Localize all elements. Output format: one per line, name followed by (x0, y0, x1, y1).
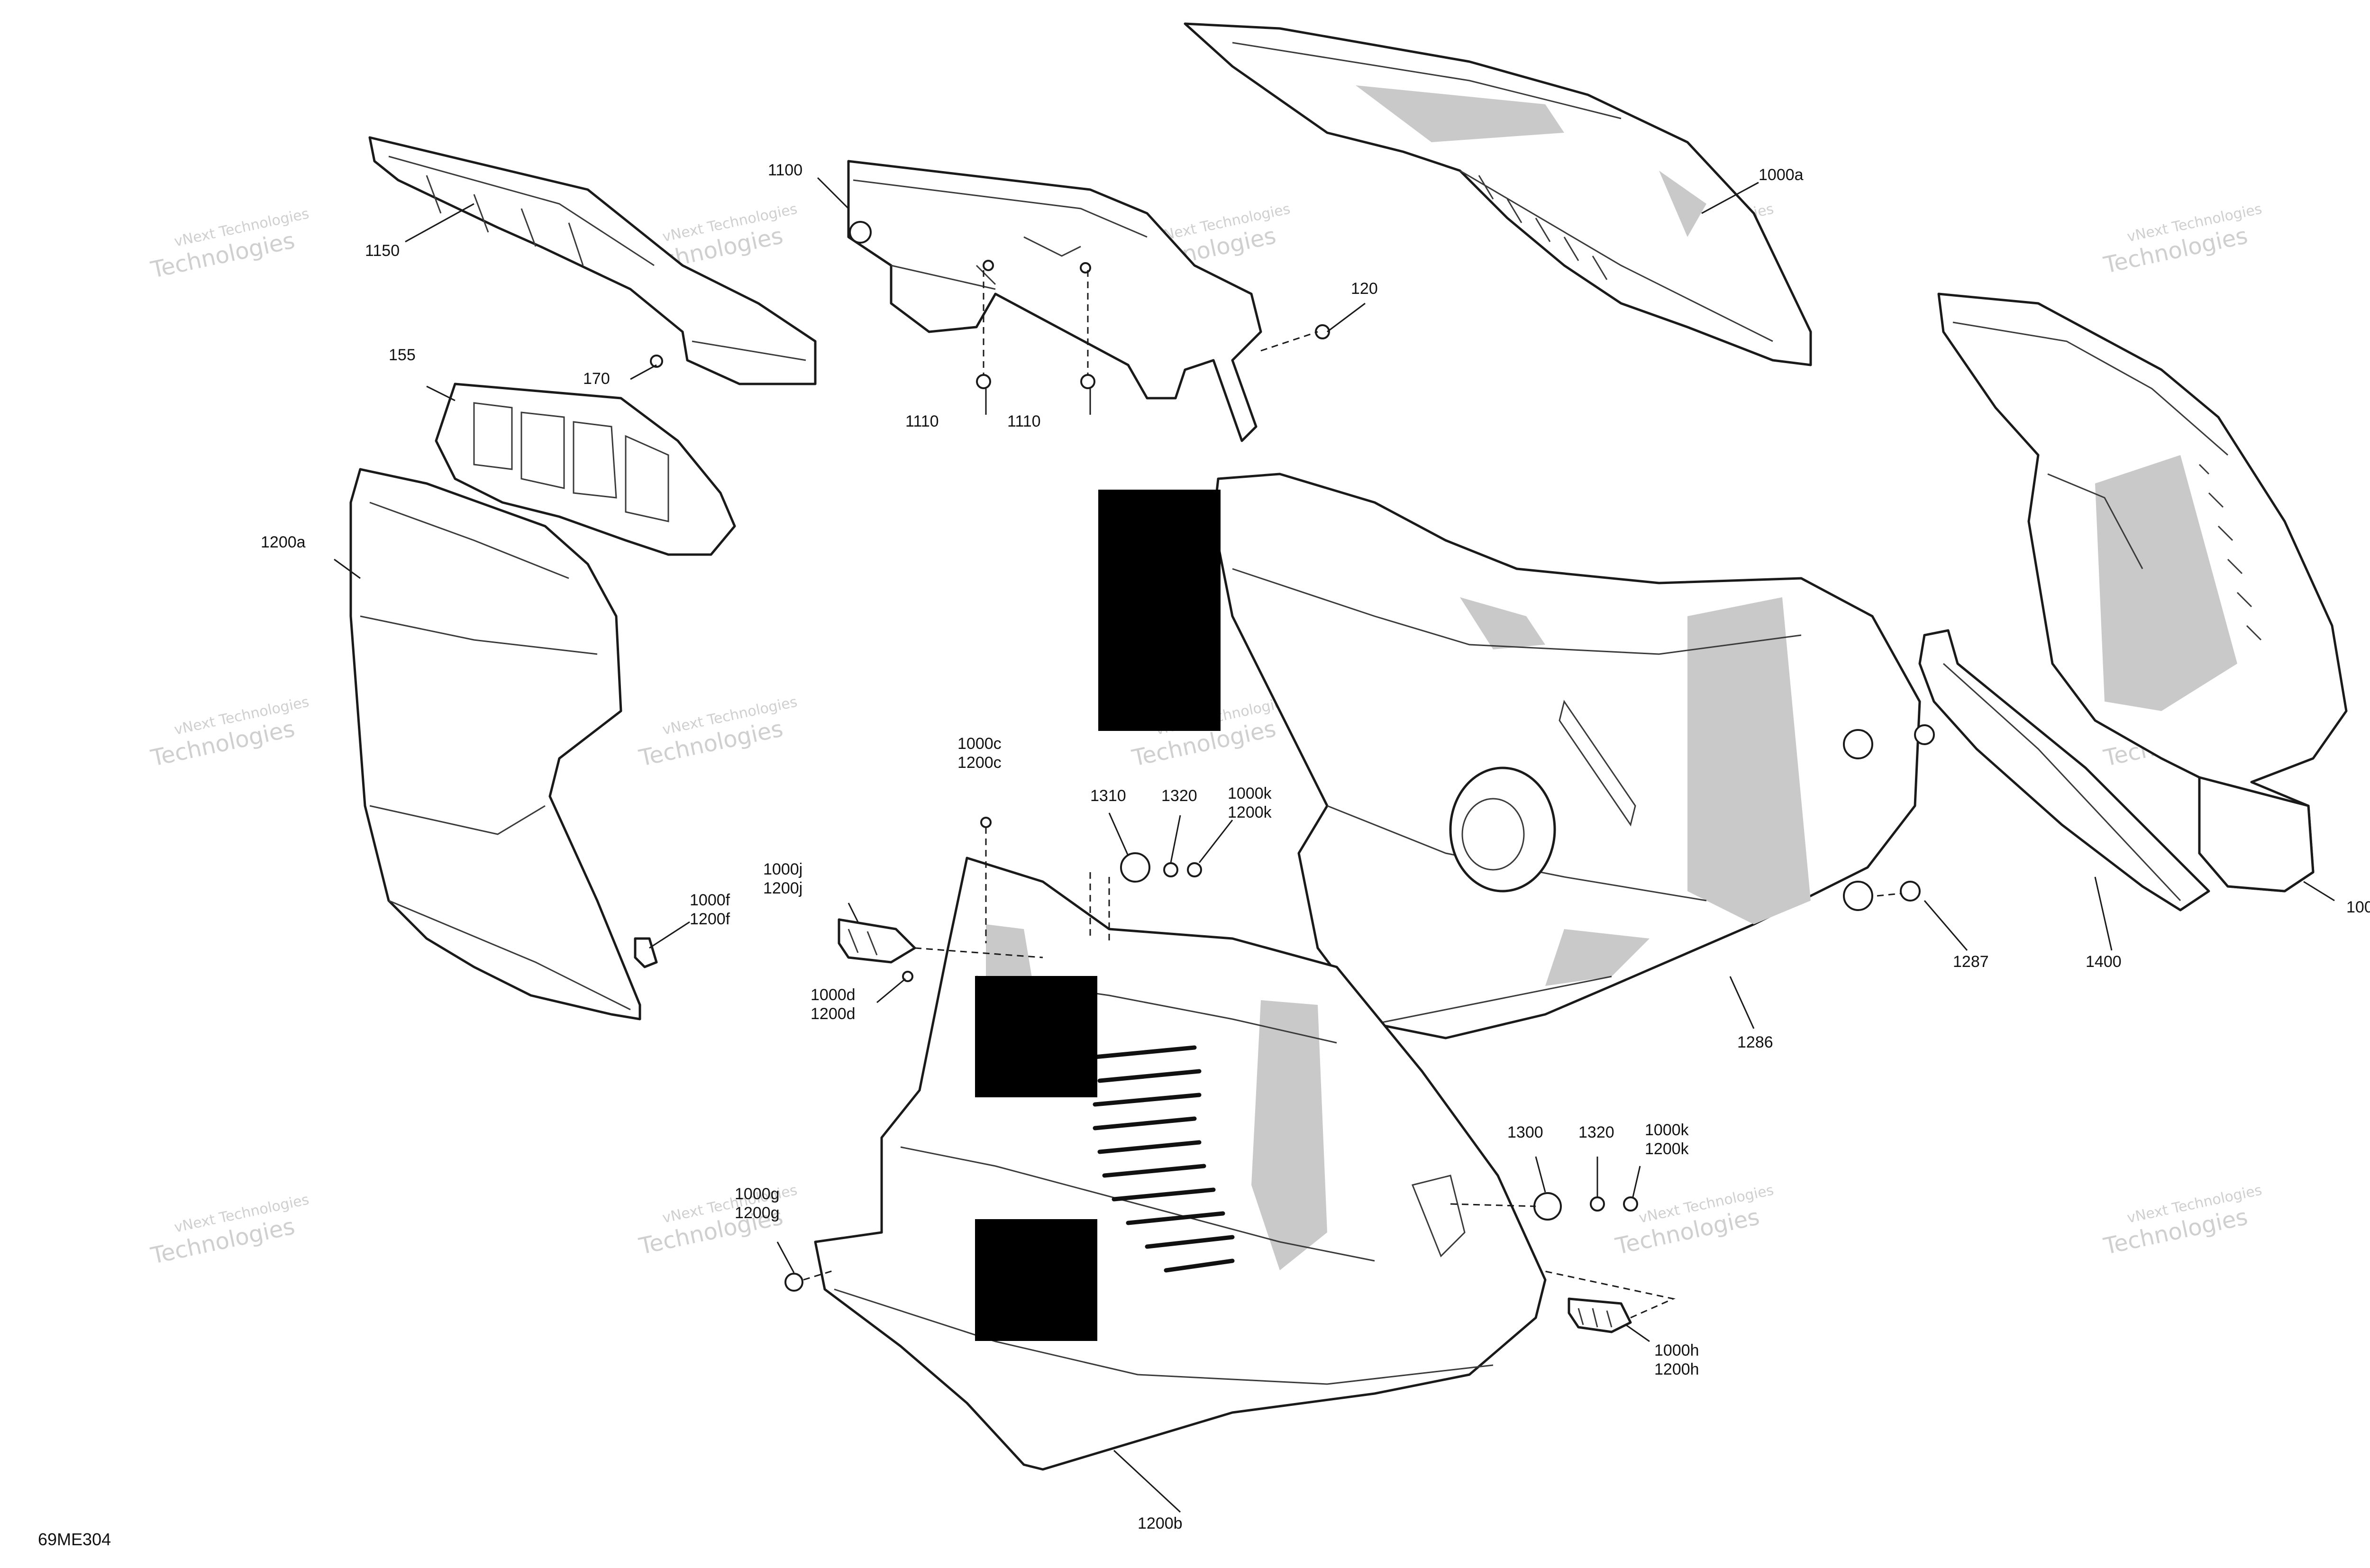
redaction-box (1098, 490, 1221, 731)
callout-1200a: 1200a (261, 533, 306, 551)
callout-120: 120 (1351, 280, 1378, 298)
callout-1320-upper: 1320 (1161, 787, 1197, 805)
figure-reference: 69ME304 (38, 1530, 111, 1549)
fasteners (650, 324, 1935, 1292)
callout-170: 170 (583, 370, 610, 388)
callout-1287: 1287 (1953, 953, 1989, 971)
part-1200a (349, 468, 641, 1021)
callout-1200b: 1200b (1138, 1514, 1183, 1532)
leader-lines (334, 177, 2335, 1513)
fastener-1110-left (976, 374, 991, 389)
part-1100 (847, 160, 1262, 442)
fastener-120 (1315, 324, 1330, 339)
watermark: vNext Technologies Technologies (2101, 201, 2264, 279)
fastener-1000k-upper (1187, 862, 1202, 877)
part-1000j-clip (838, 918, 916, 964)
callout-1000d: 1000d (811, 986, 856, 1004)
callout-1110-right: 1110 (1007, 412, 1041, 430)
part-1000h-clip (1568, 1297, 1632, 1333)
callout-1000a: 1000a (1759, 166, 1804, 184)
fastener-1300 (1533, 1192, 1562, 1221)
callout-1200j: 1200j (763, 879, 802, 897)
callout-1400: 1400 (2086, 953, 2122, 971)
fastener-1000c (980, 817, 992, 828)
fastener-1287-upper (1914, 724, 1935, 745)
fastener-1110-right (1080, 374, 1095, 389)
callout-labels: 1150 1100 1110 1110 120 1000a 155 170 12… (261, 161, 2370, 1532)
callout-1000k-upper: 1000k (1228, 784, 1272, 802)
callout-1200c: 1200c (957, 754, 1002, 772)
part-1150 (368, 136, 817, 385)
callout-1200f: 1200f (690, 910, 730, 928)
callout-1320-lower: 1320 (1578, 1123, 1614, 1141)
callout-1300: 1300 (1507, 1123, 1543, 1141)
watermark: vNext Technologies Technologies (148, 205, 311, 283)
fastener-1310 (1120, 852, 1150, 883)
watermark: vNext Technologies Technologies (637, 693, 799, 772)
callout-1000c: 1000c (957, 735, 1002, 753)
watermark: vNext Technologies Technologies (2101, 1182, 2264, 1260)
callout-1310: 1310 (1090, 787, 1126, 805)
part-1000f-clip (634, 937, 658, 968)
assembly-lines (803, 270, 1901, 1319)
part-1000b (1937, 292, 2348, 893)
callout-1000k-lower: 1000k (1645, 1121, 1689, 1139)
part-1286 (1212, 473, 1921, 1039)
callout-1200k-lower: 1200k (1645, 1140, 1689, 1158)
callout-1000g: 1000g (735, 1185, 780, 1203)
fastener-1320-lower (1590, 1196, 1605, 1212)
part-1000a (1184, 22, 1812, 366)
callout-1200g: 1200g (735, 1204, 780, 1222)
callout-1110-left: 1110 (905, 412, 939, 430)
callout-1000f: 1000f (690, 891, 730, 909)
callout-1150: 1150 (365, 242, 400, 260)
redaction-box (975, 1219, 1097, 1341)
part-1400 (1918, 629, 2210, 912)
fastener-170 (650, 355, 663, 368)
fastener-1000k-lower (1623, 1196, 1638, 1212)
callout-1000h: 1000h (1654, 1341, 1699, 1359)
fastener-1287-lower (1900, 881, 1921, 902)
watermark: vNext Technologies Technologies (148, 1191, 311, 1269)
callout-1200k-upper: 1200k (1228, 803, 1272, 821)
part-155 (435, 383, 736, 556)
redaction-box (975, 976, 1097, 1097)
callout-1000j: 1000j (763, 860, 802, 878)
callout-1286: 1286 (1737, 1033, 1773, 1051)
callout-155: 155 (389, 346, 416, 364)
callout-1200d: 1200d (811, 1005, 856, 1023)
callout-1000b: 1000b (2346, 898, 2370, 916)
fastener-1000g (784, 1273, 803, 1292)
callout-1200h: 1200h (1654, 1360, 1699, 1378)
watermark: vNext Technologies Technologies (1613, 1182, 1776, 1260)
fastener-1320-upper (1163, 862, 1178, 877)
callout-1100: 1100 (768, 161, 802, 179)
watermark: vNext Technologies Technologies (148, 693, 311, 772)
